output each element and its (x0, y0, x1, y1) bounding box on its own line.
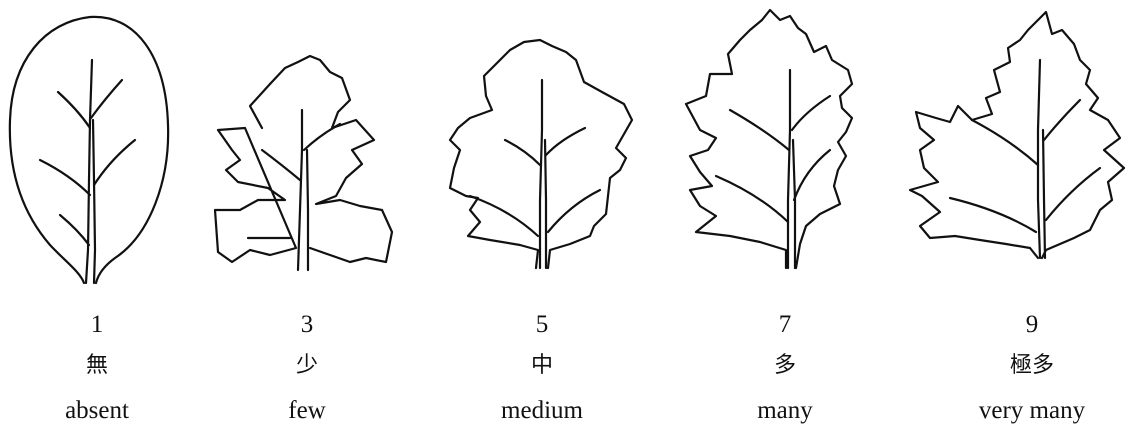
leaf-absent-vein (58, 213, 91, 247)
stage-label-zh: 極多 (1009, 353, 1054, 378)
leaf-absent-vein (56, 90, 92, 130)
leaf-absent-vein (89, 78, 124, 120)
leaf-few-midrib (296, 108, 304, 272)
leaf-absent-drawing (8, 15, 170, 285)
leaf-absent-vein (92, 138, 137, 187)
leaf-few-vein (302, 122, 342, 152)
stage-label-zh: 多 (773, 353, 796, 378)
leaf-medium-vein (503, 138, 542, 167)
leaf-very-many-vein (1042, 98, 1082, 142)
leaf-few-outline (213, 54, 394, 264)
leaf-many-vein (728, 108, 791, 152)
leaf-very-many-midrib-b (1041, 128, 1047, 260)
stage-label-zh: 中 (530, 353, 553, 378)
leaf-medium-vein (544, 126, 587, 157)
leaf-medium-midrib (538, 78, 544, 270)
leaf-absent-outline (8, 15, 170, 285)
stage-label-en: many (757, 397, 813, 424)
stage-number: 9 (1025, 311, 1039, 338)
leaf-medium-midrib-b (543, 138, 548, 270)
stage-number: 7 (778, 311, 792, 338)
leaf-very-many-outline (908, 10, 1126, 260)
leaf-very-many-drawing (908, 10, 1126, 260)
stage-label-en: very many (978, 397, 1086, 424)
leaf-medium-vein (546, 188, 602, 234)
leaf-very-many-vein (970, 118, 1040, 167)
leaf-medium-outline (448, 38, 634, 270)
leaf-medium-drawing (448, 38, 634, 270)
leaf-many-vein (790, 94, 832, 132)
leaf-many-vein (714, 174, 790, 224)
stage-number: 5 (535, 311, 549, 338)
leaf-few-drawing (213, 54, 394, 272)
leaf-many-outline (684, 8, 854, 270)
stage-label-zh: 少 (295, 353, 318, 378)
stage-label-zh: 無 (85, 353, 108, 378)
leaf-very-many-vein (1044, 166, 1102, 222)
leaf-absent-midrib (84, 58, 94, 285)
leaf-few-vein (260, 148, 302, 182)
leaf-many-drawing (684, 8, 854, 270)
leaf-medium-vein (468, 194, 540, 238)
stage-number: 3 (300, 311, 314, 338)
leaf-very-many-vein (948, 196, 1038, 234)
stage-label-en: absent (65, 397, 129, 424)
stage-number: 1 (90, 311, 104, 338)
leaf-very-many-midrib (1036, 58, 1042, 260)
stage-label-en: medium (501, 397, 583, 424)
stage-label-en: few (288, 397, 326, 424)
leaf-many-vein (792, 148, 832, 202)
leaf-absent-vein (38, 158, 92, 197)
leaf-absent-midrib-b (91, 118, 97, 285)
leaf-many-midrib-b (791, 138, 797, 270)
leaf-many-midrib (786, 68, 792, 270)
leaf-few-midrib-b (305, 148, 310, 272)
